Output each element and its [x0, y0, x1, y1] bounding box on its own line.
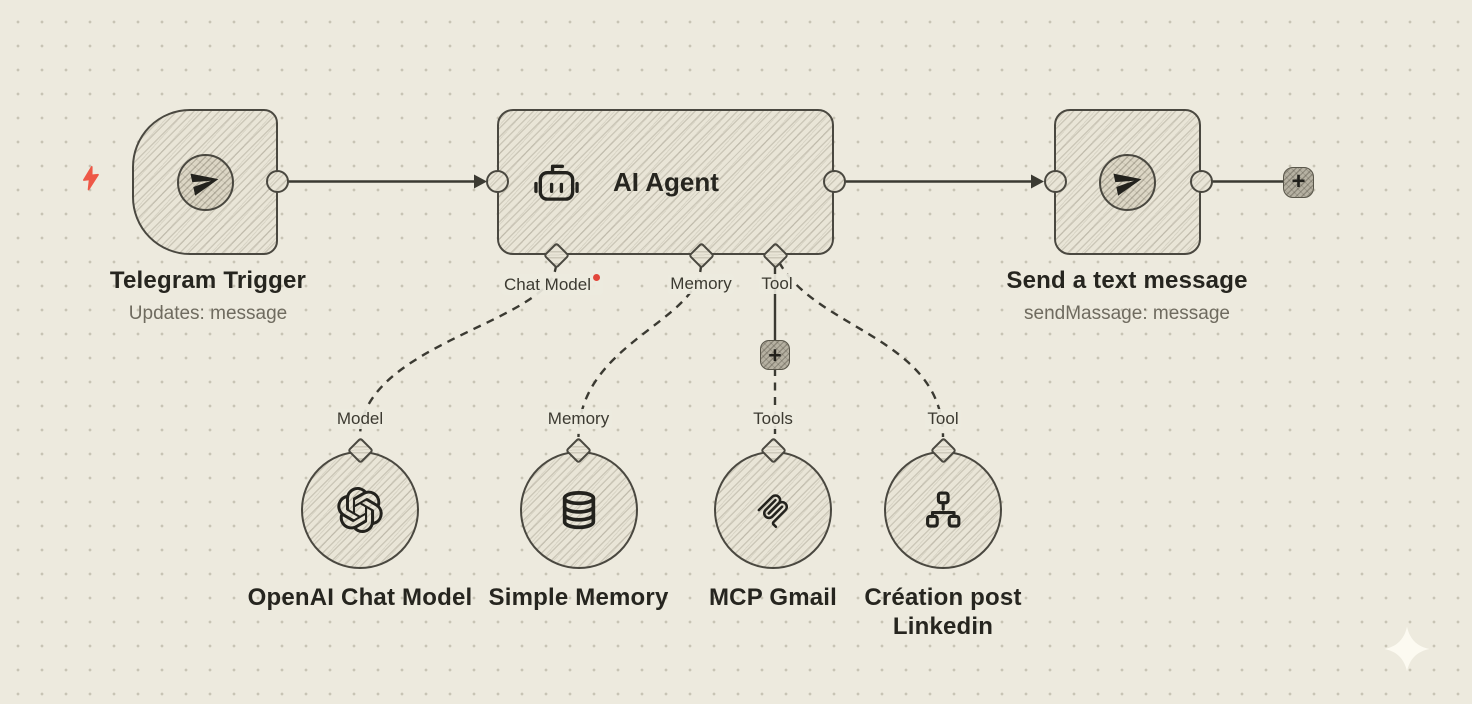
openai-icon	[337, 487, 383, 533]
arrowhead-agent-input	[474, 174, 487, 189]
sparkle-icon	[1383, 625, 1431, 678]
node-creation-post-linkedin[interactable]	[884, 451, 1002, 569]
port-label-memory: Memory	[667, 274, 735, 294]
arrowhead-send-input	[1031, 174, 1044, 189]
node-title-ai-agent: AI Agent	[613, 166, 719, 197]
node-title-send-text-message: Send a text message	[1006, 267, 1248, 294]
execute-bolt-icon[interactable]	[78, 163, 104, 198]
node-title-openai-chat-model: OpenAI Chat Model	[247, 584, 473, 611]
port-telegram-output[interactable]	[265, 170, 289, 193]
port-label-memory-sub: Memory	[544, 409, 613, 429]
mcp-icon	[757, 494, 789, 529]
port-label-model: Model	[333, 409, 387, 429]
telegram-icon	[1099, 153, 1156, 211]
node-openai-chat-model[interactable]	[301, 451, 419, 569]
robot-icon	[534, 164, 579, 201]
port-label-tool-sub: Tool	[924, 409, 962, 429]
port-agent-input[interactable]	[485, 170, 509, 193]
node-subtitle-send-text-message: sendMassage: message	[1024, 303, 1230, 324]
port-label-tool: Tool	[758, 274, 796, 294]
node-subtitle-telegram-trigger: Updates: message	[128, 303, 288, 324]
node-ai-agent[interactable]: AI Agent	[497, 109, 834, 255]
port-label-chat-model-text: Chat Model	[504, 275, 591, 294]
node-title-mcp-gmail: MCP Gmail	[708, 584, 838, 611]
add-node-button[interactable]: +	[1283, 166, 1314, 198]
node-title-telegram-trigger: Telegram Trigger	[109, 267, 307, 294]
sitemap-icon	[926, 491, 961, 528]
node-telegram-trigger[interactable]	[132, 109, 278, 255]
node-title-simple-memory: Simple Memory	[488, 584, 669, 611]
port-label-chat-model: Chat Model	[501, 274, 603, 295]
wire-tool-linkedin[interactable]	[777, 261, 945, 438]
node-simple-memory[interactable]	[519, 451, 638, 569]
node-mcp-gmail[interactable]	[714, 451, 832, 569]
add-tool-button[interactable]: +	[760, 340, 790, 370]
database-icon	[562, 491, 595, 530]
port-agent-output[interactable]	[822, 170, 846, 193]
wire-chatmodel[interactable]	[358, 263, 558, 438]
port-send-output[interactable]	[1189, 170, 1213, 193]
telegram-icon	[176, 153, 234, 211]
port-send-input[interactable]	[1043, 170, 1067, 193]
required-indicator	[592, 274, 600, 281]
node-send-text-message[interactable]	[1054, 109, 1201, 255]
node-title-creation-post-linkedin: Création post Linkedin	[864, 584, 1022, 640]
port-label-tools: Tools	[750, 409, 796, 429]
